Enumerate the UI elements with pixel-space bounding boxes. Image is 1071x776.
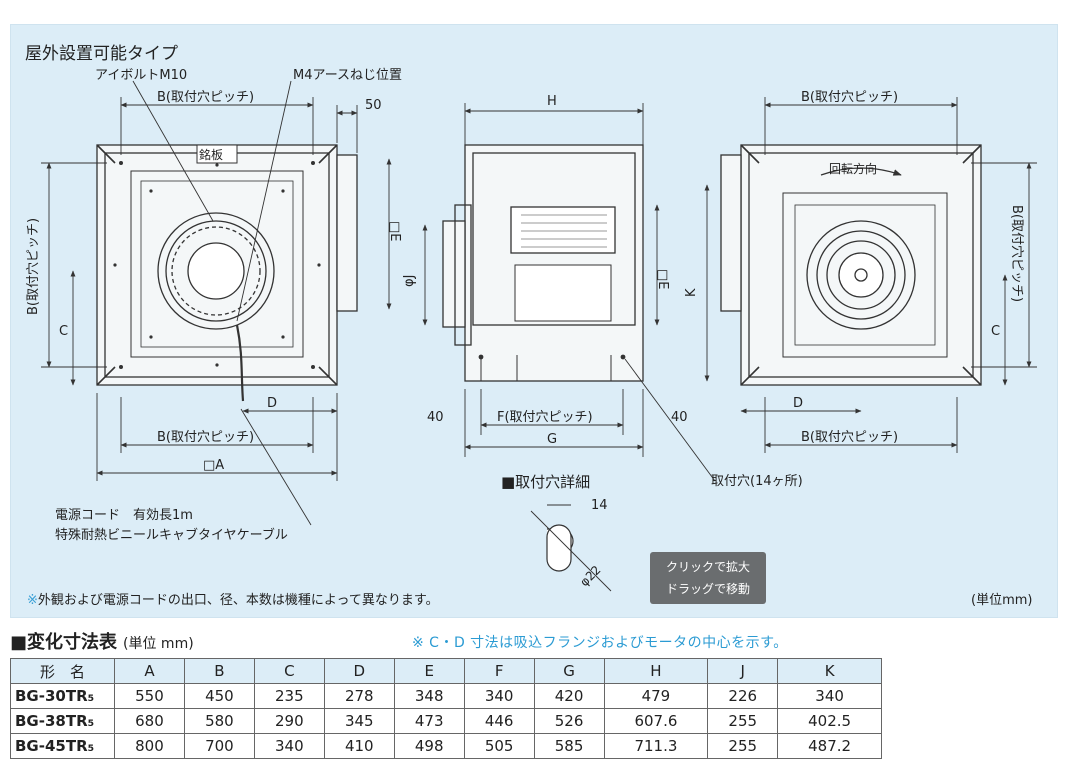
label-c-right: C	[991, 324, 1000, 339]
label-b-pitch-left: B(取付穴ピッチ)	[26, 218, 41, 315]
cell-a: 680	[114, 708, 185, 734]
label-m4-earth: M4アースねじ位置	[293, 68, 402, 83]
cell-k: 340	[777, 683, 882, 709]
cell-model: BG-45TR₅	[10, 733, 115, 759]
label-40-left: 40	[427, 410, 444, 425]
label-b-pitch-top-right: B(取付穴ピッチ)	[801, 90, 898, 105]
side-view	[442, 144, 644, 382]
label-rotation: 回転方向	[829, 161, 877, 176]
table-row: BG-38TR₅ 680 580 290 345 473 446 526 607…	[10, 708, 882, 734]
note-mark: ※	[27, 593, 38, 608]
label-b-pitch-bottom-right: B(取付穴ピッチ)	[801, 430, 898, 445]
table-unit: (単位 mm)	[123, 636, 194, 652]
cell-d: 278	[323, 683, 395, 709]
cell-d: 345	[323, 708, 395, 734]
cell-b: 700	[183, 733, 255, 759]
label-b-pitch-top-left: B(取付穴ピッチ)	[157, 90, 254, 105]
label-c-left: C	[59, 324, 68, 339]
header-c: C	[253, 658, 325, 684]
cell-j: 226	[707, 683, 779, 709]
label-nameplate: 銘板	[199, 147, 223, 162]
table-note: ※ C・D 寸法は吸込フランジおよびモータの中心を示す。	[412, 635, 788, 651]
label-b-pitch-right: B(取付穴ピッチ)	[1009, 205, 1024, 302]
cell-b: 450	[183, 683, 255, 709]
header-b: B	[183, 658, 255, 684]
label-14: 14	[591, 498, 608, 513]
cell-k: 487.2	[777, 733, 882, 759]
label-mount-hole: 取付穴(14ヶ所)	[711, 474, 803, 489]
label-d-left: D	[267, 396, 277, 411]
label-f-pitch: F(取付穴ピッチ)	[497, 410, 593, 425]
label-h: H	[547, 94, 557, 109]
zoom-line-click: クリックで拡大	[665, 560, 750, 574]
cell-h: 607.6	[603, 708, 709, 734]
cell-j: 255	[707, 733, 779, 759]
diagram-note: ※外観および電源コードの出口、径、本数は機種によって異なります。	[27, 589, 439, 608]
cell-k: 402.5	[777, 708, 882, 734]
header-h: H	[603, 658, 709, 684]
label-phi-j: φJ	[402, 275, 417, 287]
table-row: BG-45TR₅ 800 700 340 410 498 505 585 711…	[10, 733, 882, 759]
label-g: G	[547, 432, 557, 447]
label-a: □A	[203, 458, 224, 473]
front-view	[96, 144, 358, 402]
label-eyebolt: アイボルトM10	[95, 68, 187, 83]
label-phi-22: φ22	[577, 563, 603, 589]
header-f: F	[463, 658, 535, 684]
unit-label: (単位mm)	[971, 593, 1033, 608]
header-j: J	[707, 658, 779, 684]
label-e-middle: □E	[655, 269, 670, 290]
table-header-row: 形 名 A B C D E F G H J K	[10, 658, 882, 684]
table-title-text: 変化寸法表	[27, 632, 118, 653]
cell-f: 446	[463, 708, 535, 734]
cell-j: 255	[707, 708, 779, 734]
cell-f: 340	[463, 683, 535, 709]
cell-d: 410	[323, 733, 395, 759]
cell-g: 585	[533, 733, 605, 759]
cell-e: 498	[393, 733, 465, 759]
cell-c: 340	[253, 733, 325, 759]
zoom-tooltip-button[interactable]: クリックで拡大 ドラッグで移動	[650, 552, 766, 604]
table-title-mark: ■	[10, 632, 28, 653]
label-d-right: D	[793, 396, 803, 411]
header-a: A	[114, 658, 185, 684]
label-b-pitch-bottom-left: B(取付穴ピッチ)	[157, 430, 254, 445]
label-e-left: □E	[387, 221, 402, 242]
label-50: 50	[365, 98, 382, 113]
header-k: K	[777, 658, 882, 684]
header-model: 形 名	[10, 658, 115, 684]
cell-model: BG-30TR₅	[10, 683, 115, 709]
label-40-right: 40	[671, 410, 688, 425]
note-body: 外観および電源コードの出口、径、本数は機種によって異なります。	[37, 593, 439, 608]
cell-f: 505	[463, 733, 535, 759]
cell-g: 526	[533, 708, 605, 734]
label-cord-type: 特殊耐熱ビニールキャブタイヤケーブル	[55, 527, 288, 543]
zoom-line-drag: ドラッグで移動	[665, 582, 750, 596]
cell-c: 290	[253, 708, 325, 734]
dimension-table: 形 名 A B C D E F G H J K BG-30TR₅ 550 450…	[10, 658, 882, 759]
hole-detail-drawing	[530, 504, 612, 592]
label-cord-length: 電源コード 有効長1m	[55, 508, 193, 523]
header-e: E	[393, 658, 465, 684]
cell-g: 420	[533, 683, 605, 709]
page-title: 屋外設置可能タイプ	[25, 44, 178, 64]
cell-a: 800	[114, 733, 185, 759]
cell-model: BG-38TR₅	[10, 708, 115, 734]
cell-e: 473	[393, 708, 465, 734]
cell-b: 580	[183, 708, 255, 734]
dimension-drawing: アイボルトM10 M4アースねじ位置 B(取付穴ピッチ) 50 銘板 □E B(…	[26, 68, 1037, 592]
cell-h: 479	[603, 683, 709, 709]
table-title: ■変化寸法表 (単位 mm)	[10, 628, 194, 654]
diagram-panel[interactable]: アイボルトM10 M4アースねじ位置 B(取付穴ピッチ) 50 銘板 □E B(…	[10, 24, 1058, 618]
rear-view	[720, 144, 982, 386]
header-g: G	[533, 658, 605, 684]
cell-c: 235	[253, 683, 325, 709]
label-hole-detail: ■取付穴詳細	[501, 473, 590, 491]
table-row: BG-30TR₅ 550 450 235 278 348 340 420 479…	[10, 683, 882, 709]
label-k: K	[684, 288, 699, 297]
cell-a: 550	[114, 683, 185, 709]
header-d: D	[323, 658, 395, 684]
cell-e: 348	[393, 683, 465, 709]
cell-h: 711.3	[603, 733, 709, 759]
